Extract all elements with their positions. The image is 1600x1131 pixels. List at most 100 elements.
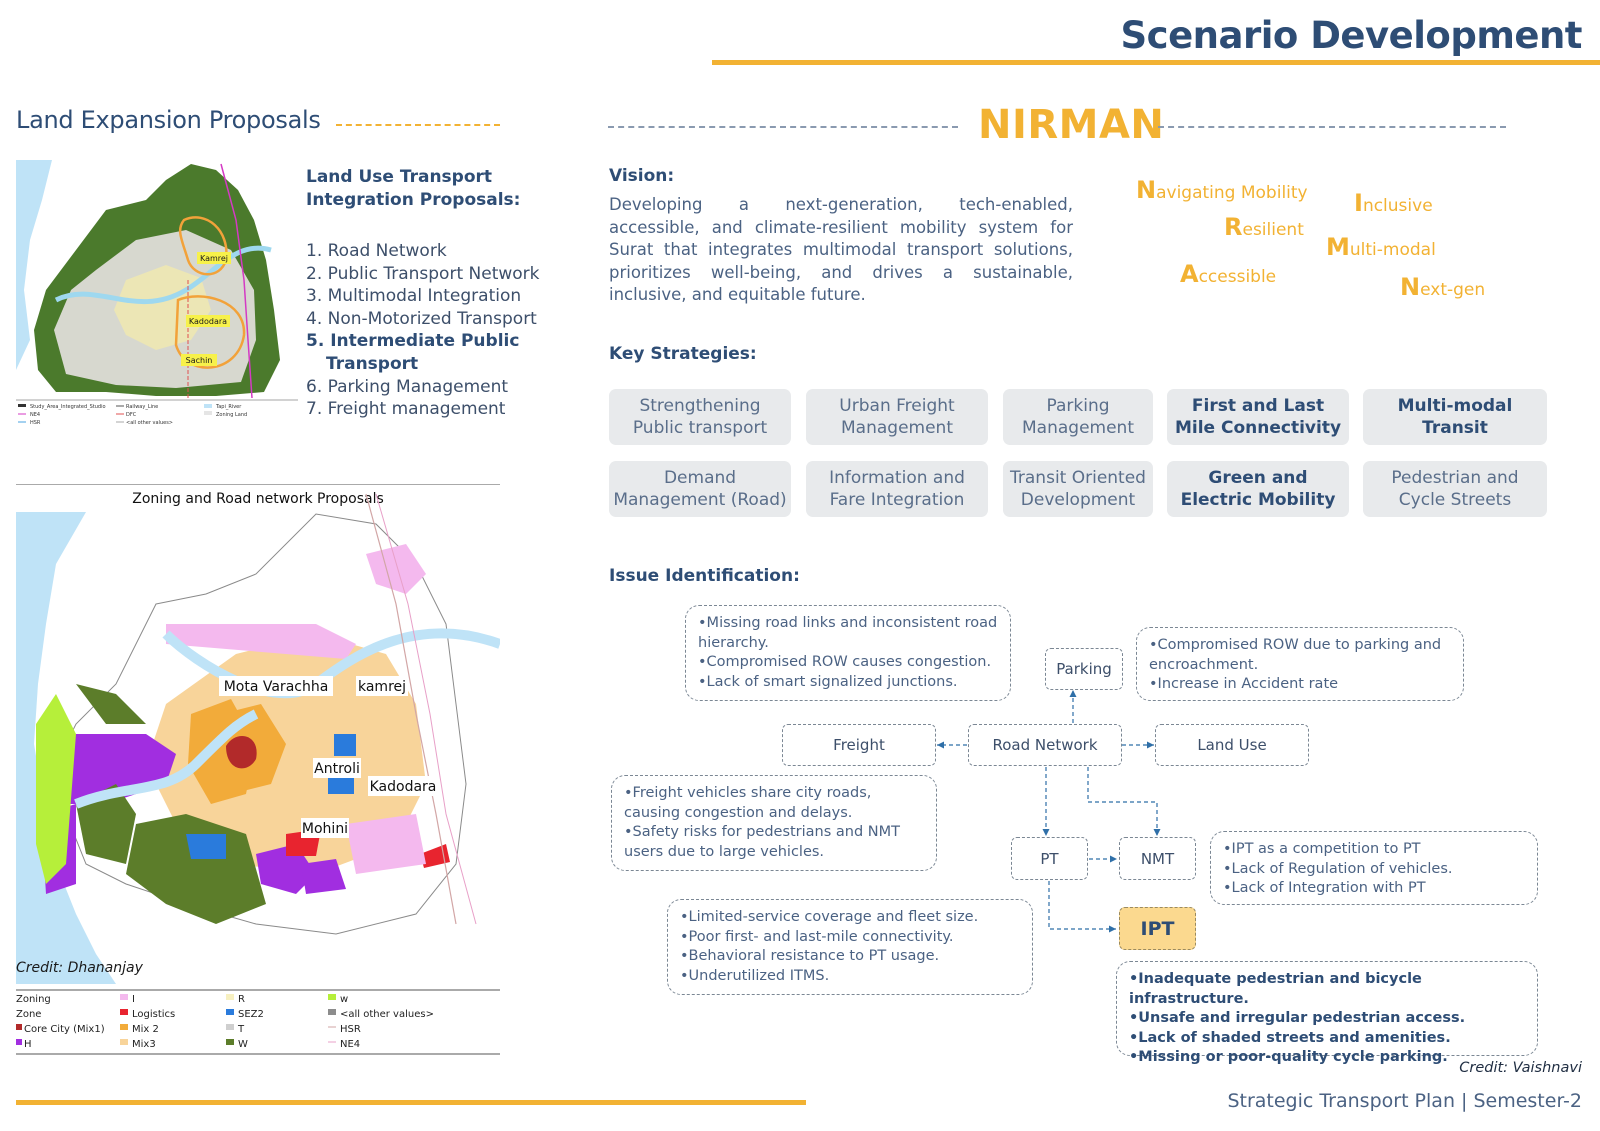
strategy-card-highlighted: Green and Electric Mobility [1167,461,1349,517]
proposal-item: 4. Non-Motorized Transport [306,308,537,329]
proposals-list: 1. Road Network 2. Public Transport Netw… [306,240,540,421]
acronym-inclusive: Inclusive [1354,189,1433,217]
pt-issues-box: •Limited-service coverage and fleet size… [667,899,1033,995]
legend-zoning-land: Zoning Land [216,412,247,418]
ipt-issues-box: •IPT as a competition to PT •Lack of Reg… [1210,831,1538,905]
acronym-resilient: Resilient [1224,213,1304,241]
issue-line: •Compromised ROW causes congestion. [698,654,992,670]
zoning-map-title: Zoning and Road network Proposals [132,491,384,507]
footer-rule [16,1100,806,1105]
proposal-item: 6. Parking Management [306,376,509,397]
strategy-card: Urban Freight Management [806,389,988,445]
map-label-sachin: Sachin [186,356,213,365]
issue-line: •Compromised ROW due to parking and encr… [1149,637,1442,673]
node-nmt: NMT [1119,837,1196,880]
issue-line: •Increase in Accident rate [1149,676,1339,692]
issue-line: •Lack of Regulation of vehicles. [1223,860,1453,877]
nirman-dash-left [608,126,958,128]
map-label-kadodara: Kadodara [189,317,227,326]
acronym-navigating: Navigating Mobility [1136,176,1308,204]
proposal-item: 1. Road Network [306,241,447,261]
issue-line: •Missing or poor-quality cycle parking. [1129,1049,1448,1065]
map-label-kamrej: Kamrej [200,254,228,263]
issue-line: •Missing road links and inconsistent roa… [698,615,998,651]
legend-logistics: Logistics [132,1009,175,1020]
legend-all-other: <all other values> [340,1009,434,1020]
legend-i: I [132,994,135,1005]
node-land-use: Land Use [1155,724,1309,766]
map-label-kamrej: kamrej [358,679,406,695]
road-issues-box: •Missing road links and inconsistent roa… [685,605,1011,701]
proposal-item: 3. Multimodal Integration [306,286,522,307]
legend-other: <all other values> [126,420,173,426]
legend-dfc: DFC [126,412,137,418]
legend-sez2: SEZ2 [238,1009,264,1020]
legend-study-area: Study_Area_Integrated_Studio [30,404,106,410]
strategy-card-highlighted: First and Last Mile Connectivity [1167,389,1349,445]
nirman-dash-right [1158,126,1506,128]
footer-text: Strategic Transport Plan | Semester-2 [1227,1090,1582,1112]
freight-issues-box: •Freight vehicles share city roads, caus… [611,775,937,871]
page-title: Scenario Development [1120,14,1583,57]
legend-w: W [238,1039,248,1050]
issue-identification-label: Issue Identification: [609,566,800,586]
legend-t: T [237,1024,245,1035]
strategy-card: Transit Oriented Development [1003,461,1153,517]
legend-ne4: NE4 [340,1039,360,1050]
proposal-item-continuation: Transport [326,353,419,374]
issue-line: •Inadequate pedestrian and bicycle infra… [1129,971,1422,1007]
vision-text: Developing a next-generation, tech-enabl… [609,195,1073,304]
nirman-title: NIRMAN [978,102,1165,148]
legend-mix2: Mix 2 [132,1024,159,1035]
map-label-kadodara: Kadodara [370,779,437,795]
issue-line: •Freight vehicles share city roads, caus… [624,785,872,821]
proposal-item-highlighted: 5. Intermediate Public Transport [306,330,540,375]
issue-line: •Unsafe and irregular pedestrian access. [1129,1010,1466,1026]
issue-line: •Underutilized ITMS. [680,967,830,984]
issue-line: •Safety risks for pedestrians and NMT us… [624,824,901,860]
credit-vaishnavi: Credit: Vaishnavi [1459,1060,1582,1076]
legend-r: R [238,994,245,1005]
strategy-card: Strengthening Public transport [609,389,791,445]
zoning-road-map: Zoning and Road network Proposals Mota V… [16,483,502,1080]
land-use-map-graphic: Kamrej Kadodara Sachin Study_Area_Integr… [16,160,298,426]
map-label-mohini: Mohini [302,821,348,837]
strategy-card: Parking Management [1003,389,1153,445]
vision-label: Vision: [609,166,675,186]
proposal-item: 7. Freight management [306,399,506,420]
legend-w-lower: w [340,994,348,1005]
node-parking: Parking [1045,648,1123,690]
legend-hsr: HSR [340,1024,361,1035]
zoning-road-map-graphic: Zoning and Road network Proposals Mota V… [16,483,502,1055]
nmt-issues-box: •Inadequate pedestrian and bicycle infra… [1116,961,1538,1065]
node-ipt: IPT [1119,907,1196,950]
strategy-card: Information and Fare Integration [806,461,988,517]
land-expansion-heading: Land Expansion Proposals [16,106,321,134]
heading-dash-line [336,124,500,126]
acronym-multimodal: Multi-modal [1326,233,1436,261]
legend-zoning: Zoning [16,994,51,1005]
map-label-mota-varachha: Mota Varachha [224,679,329,695]
legend-core-city: Core City (Mix1) [24,1024,105,1035]
issue-line: •Lack of smart signalized junctions. [698,673,958,690]
strategy-card: Demand Management (Road) [609,461,791,517]
legend-ne4: NE4 [30,412,40,418]
proposals-heading: Land Use Transport Integration Proposals… [306,167,521,210]
issue-line: •Poor first- and last-mile connectivity. [680,928,954,945]
strategy-card: Pedestrian and Cycle Streets [1363,461,1547,517]
legend-railway: Railway_Line [126,404,158,410]
title-underline [712,60,1600,65]
node-road-network: Road Network [968,724,1122,766]
key-strategies-label: Key Strategies: [609,344,757,364]
legend-h: H [24,1039,32,1050]
map-credit: Credit: Dhananjay [16,960,144,976]
issue-line: •Behavioral resistance to PT usage. [680,948,940,964]
legend-tapi: Tapi_River [215,404,242,410]
legend-mix3: Mix3 [132,1039,156,1050]
map-label-antroli: Antroli [314,761,360,777]
acronym-nextgen: Next-gen [1400,273,1486,301]
land-use-map: Kamrej Kadodara Sachin Study_Area_Integr… [16,160,298,438]
node-pt: PT [1011,837,1088,880]
issue-line: •IPT as a competition to PT [1223,841,1421,857]
